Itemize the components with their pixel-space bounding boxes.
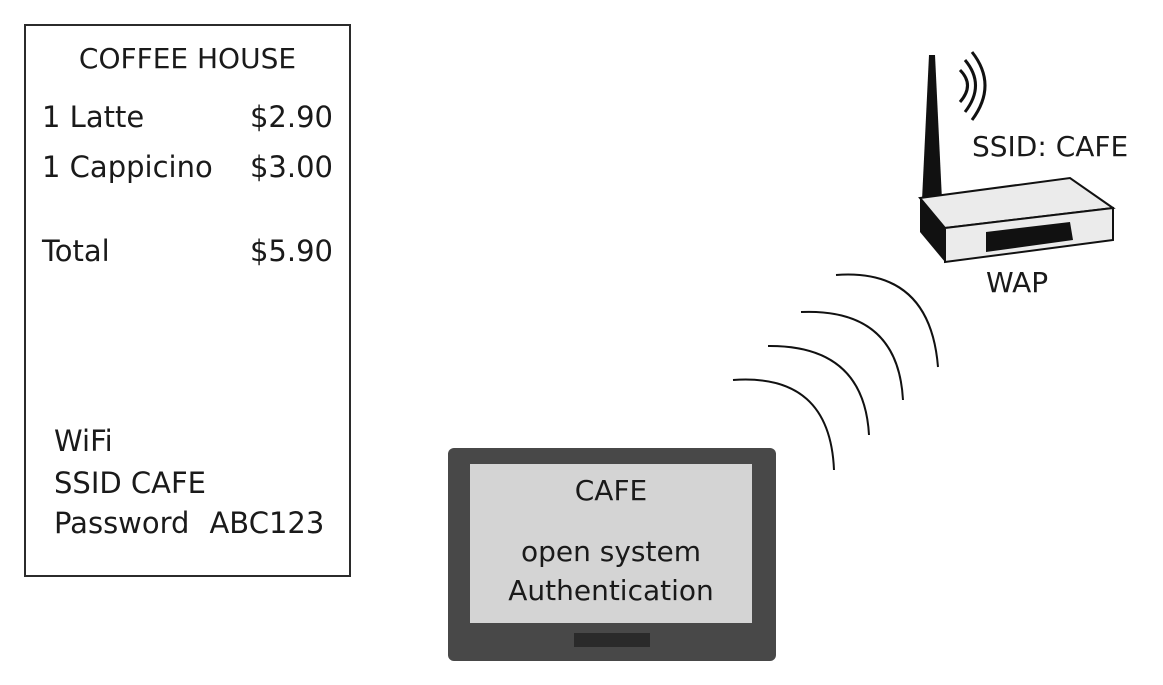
router-left-side (920, 198, 945, 262)
receipt: COFFEE HOUSE 1 Latte $2.90 1 Cappicino $… (24, 24, 351, 577)
receipt-title: COFFEE HOUSE (78, 42, 297, 75)
tablet-auth-line1: open system (520, 535, 701, 568)
receipt-item-name: 1 Cappicino (42, 150, 213, 184)
ssid-label: SSID: CAFE (972, 130, 1129, 163)
receipt-wifi-password: Password ABC123 (54, 506, 324, 540)
receipt-item-price: $2.90 (249, 100, 333, 134)
receipt-wifi-password-label: Password (54, 506, 190, 540)
receipt-item-price: $3.00 (249, 150, 333, 184)
receipt-wifi-password-value: ABC123 (209, 506, 325, 540)
tablet-icon (448, 448, 776, 661)
antenna-signal-icon (958, 51, 987, 121)
tablet-network-name: CAFE (574, 474, 648, 507)
radio-waves-icon (732, 273, 939, 471)
receipt-wifi-ssid: SSID CAFE (54, 466, 207, 500)
wap-label: WAP (986, 266, 1049, 299)
tablet-auth-line2: Authentication (508, 574, 714, 607)
router-front-panel (986, 222, 1073, 252)
receipt-item-name: 1 Latte (42, 100, 145, 134)
tablet-screen (470, 464, 752, 623)
receipt-total-price: $5.90 (249, 234, 333, 268)
receipt-total-label: Total (42, 234, 110, 268)
receipt-wifi-heading: WiFi (54, 424, 113, 458)
tablet-home-button (574, 633, 650, 647)
router-antenna (922, 55, 942, 200)
wireless-access-point-icon (918, 51, 1116, 264)
